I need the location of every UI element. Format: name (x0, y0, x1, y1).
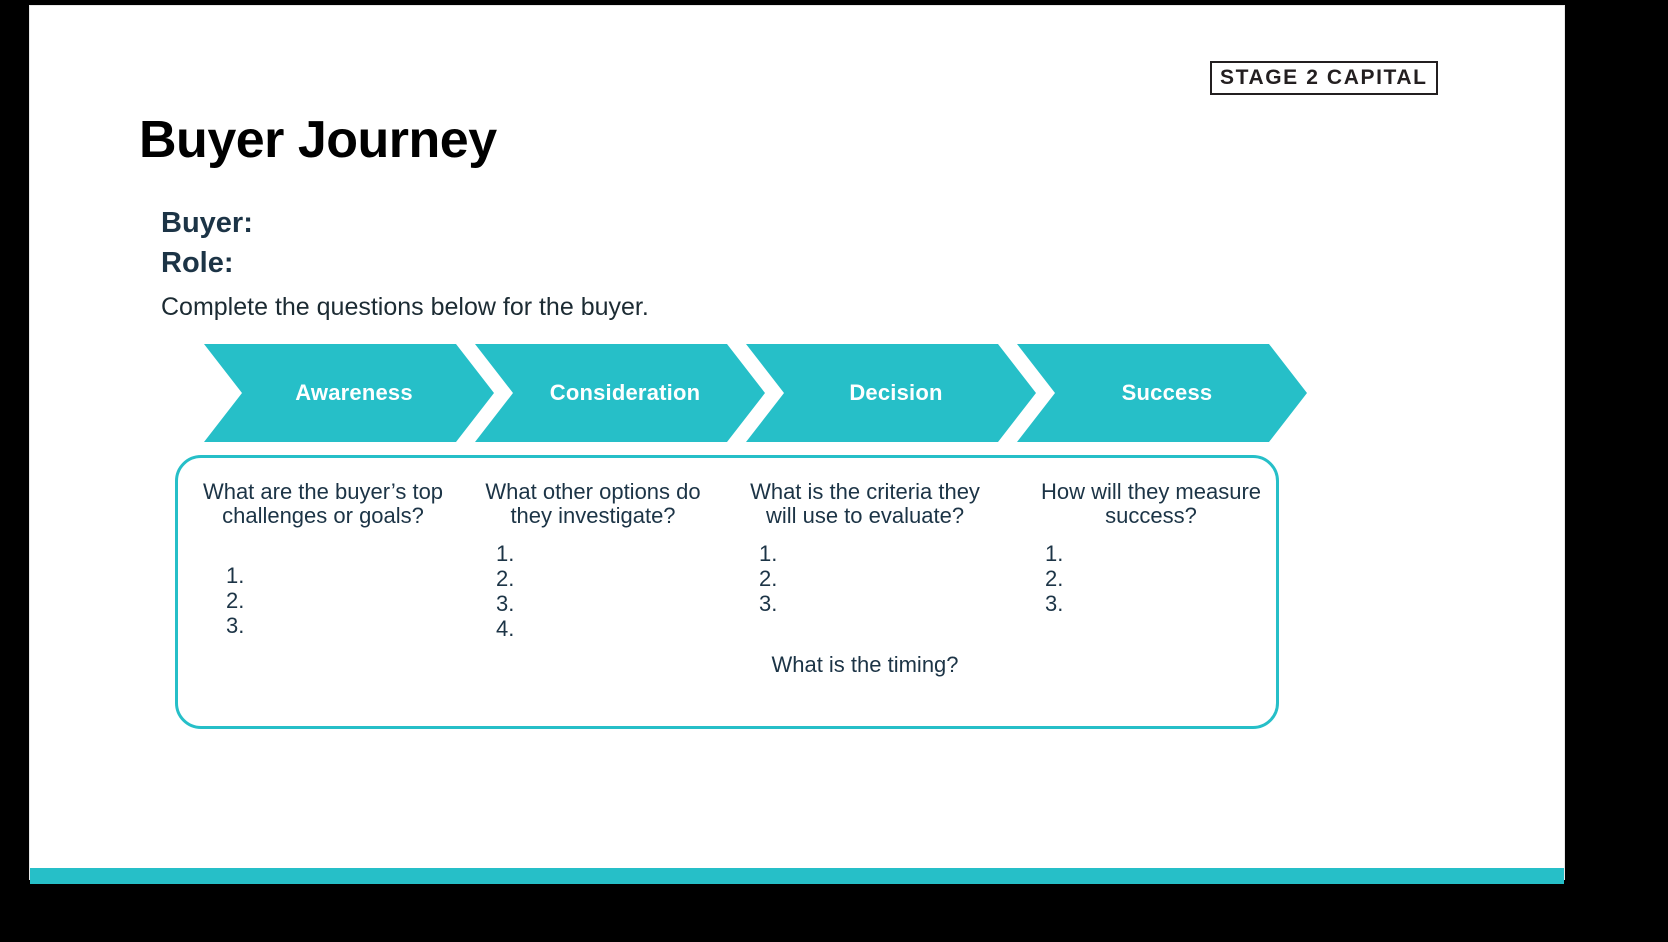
list-item[interactable]: 2. (226, 588, 245, 614)
list-item[interactable]: 2. (1045, 566, 1064, 592)
answer-list[interactable]: 1. 2. 3. 4. (468, 542, 718, 641)
list-item[interactable]: 3. (1045, 591, 1064, 617)
question-prompt: What other options do they investigate? (485, 479, 701, 529)
list-item[interactable]: 1. (759, 541, 778, 567)
question-prompt: What is the criteria they will use to ev… (750, 479, 980, 529)
timing-question: What is the timing? (771, 652, 959, 677)
slide-canvas: STAGE 2 CAPITAL Buyer Journey Buyer: Rol… (30, 6, 1564, 884)
list-item[interactable]: 2. (496, 566, 515, 592)
question-column-awareness: What are the buyer’s top challenges or g… (198, 479, 448, 639)
answer-list[interactable]: 1. 2. 3. (198, 564, 448, 639)
buyer-label: Buyer: (161, 207, 253, 239)
answer-panel: What are the buyer’s top challenges or g… (175, 455, 1279, 729)
answer-list[interactable]: 1. 2. 3. (740, 542, 990, 617)
question-column-decision: What is the criteria they will use to ev… (740, 479, 990, 617)
page-title: Buyer Journey (139, 111, 497, 169)
stage-chevron-label: Consideration (549, 380, 701, 405)
question-prompt: What are the buyer’s top challenges or g… (202, 479, 444, 529)
answer-list[interactable]: 1. 2. 3. (1026, 542, 1276, 617)
stage-chevron-label: Decision (849, 380, 943, 405)
question-column-success: How will they measure success? 1. 2. 3. (1026, 479, 1276, 617)
footer-accent-bar (30, 868, 1564, 884)
stage-chevron-decision[interactable]: Decision (746, 344, 1036, 442)
stage-chevron-consideration[interactable]: Consideration (475, 344, 765, 442)
instruction-text: Complete the questions below for the buy… (161, 293, 649, 321)
brand-logo: STAGE 2 CAPITAL (1210, 61, 1438, 95)
stage-chevron-strip: Awareness Consideration Decision Success (204, 344, 1314, 442)
list-item[interactable]: 1. (1045, 541, 1064, 567)
list-item[interactable]: 3. (496, 591, 515, 617)
stage-chevron-label: Success (1121, 380, 1213, 405)
list-item[interactable]: 4. (496, 615, 515, 641)
list-item[interactable]: 1. (226, 563, 245, 589)
question-column-consideration: What other options do they investigate? … (468, 479, 718, 642)
stage-chevron-awareness[interactable]: Awareness (204, 344, 494, 442)
stage-chevron-label: Awareness (295, 380, 413, 405)
list-item[interactable]: 1. (496, 541, 515, 567)
list-item[interactable]: 3. (226, 613, 245, 639)
brand-logo-text: STAGE 2 CAPITAL (1220, 66, 1428, 89)
question-prompt: How will they measure success? (1040, 479, 1262, 529)
role-label: Role: (161, 247, 234, 279)
stage-chevron-success[interactable]: Success (1017, 344, 1307, 442)
list-item[interactable]: 3. (759, 591, 778, 617)
list-item[interactable]: 2. (759, 566, 778, 592)
